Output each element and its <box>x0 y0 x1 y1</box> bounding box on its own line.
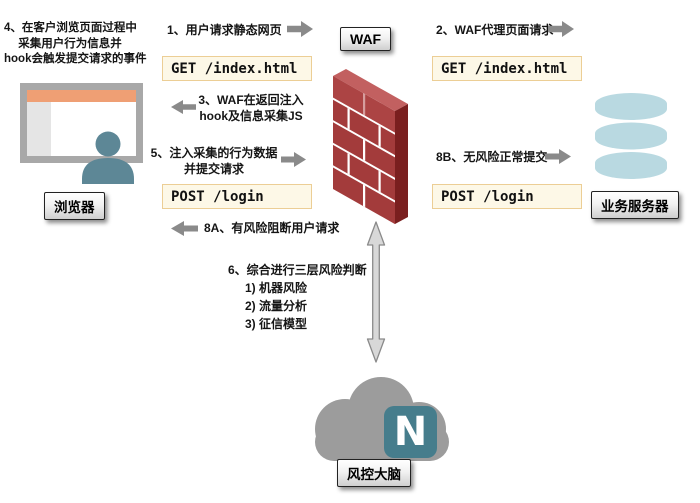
brain-label: 风控大脑 <box>337 459 411 487</box>
note-step2: 2、WAF代理页面请求 <box>436 23 554 37</box>
request-box-post-browser: POST /login <box>162 184 312 209</box>
note-step8b: 8B、无风险正常提交 <box>436 150 548 164</box>
double-arrow-icon <box>366 221 386 363</box>
browser-sidebar <box>27 102 51 156</box>
arrow-right-icon <box>545 149 571 164</box>
arrow-right-icon <box>548 21 574 37</box>
firewall-icon <box>333 69 408 225</box>
note-step3-line1: 3、WAF在返回注入 <box>198 93 304 107</box>
note-step5-line1: 5、注入采集的行为数据 <box>150 146 278 160</box>
note-step5: 5、注入采集的行为数据 并提交请求 <box>150 145 278 177</box>
note-step1: 1、用户请求静态网页 <box>167 23 282 37</box>
note-step4: 4、在客户浏览页面过程中 采集用户行为信息并 hook会触发提交请求的事件 <box>4 21 147 68</box>
browser-content <box>51 102 136 156</box>
note-step6-title: 6、综合进行三层风险判断 <box>228 263 367 277</box>
user-icon <box>82 131 134 184</box>
waf-label: WAF <box>340 27 392 51</box>
note-step8a: 8A、有风险阻断用户请求 <box>204 221 340 235</box>
note-step3: 3、WAF在返回注入 hook及信息采集JS <box>190 92 312 124</box>
browser-titlebar <box>27 90 136 102</box>
note-step6-item1: 1) 机器风险 <box>245 281 308 295</box>
arrow-left-icon <box>171 221 198 236</box>
note-step6-item2: 2) 流量分析 <box>245 299 308 313</box>
database-icon <box>595 93 667 179</box>
note-step3-line2: hook及信息采集JS <box>199 109 303 123</box>
note-step6: 6、综合进行三层风险判断 1) 机器风险 2) 流量分析 3) 征信模型 <box>228 261 367 333</box>
note-step4-line3: hook会触发提交请求的事件 <box>4 53 147 65</box>
note-step4-line1: 4、在客户浏览页面过程中 <box>4 22 137 34</box>
arrow-left-icon <box>171 100 196 114</box>
note-step6-item3: 3) 征信模型 <box>245 317 308 331</box>
server-label: 业务服务器 <box>591 191 679 219</box>
request-box-get-browser: GET /index.html <box>162 56 312 81</box>
browser-window-icon <box>20 83 143 163</box>
arrow-right-icon <box>287 21 313 37</box>
browser-label: 浏览器 <box>44 192 105 220</box>
note-step4-line2: 采集用户行为信息并 <box>18 37 122 50</box>
request-box-post-server: POST /login <box>432 184 582 209</box>
n-logo-icon: N <box>384 406 437 458</box>
arrow-right-icon <box>281 152 306 167</box>
note-step5-line2: 并提交请求 <box>183 162 244 176</box>
request-box-get-server: GET /index.html <box>432 56 582 81</box>
